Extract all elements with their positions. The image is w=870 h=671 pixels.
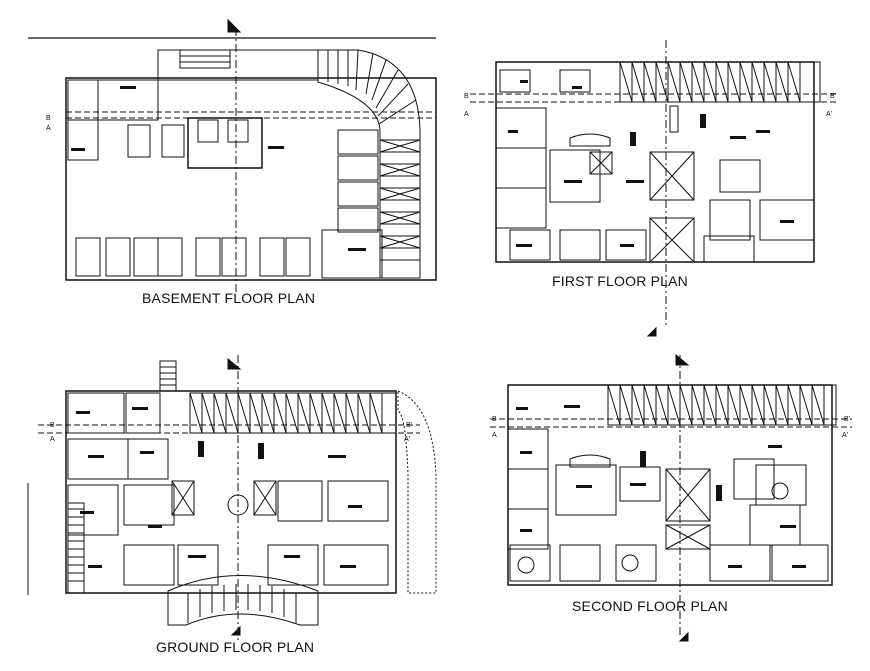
basement-floor-plan-title: BASEMENT FLOOR PLAN [142,290,316,306]
second-floor-plan: B A B' A' [480,353,865,642]
second-plan-drawing: B A B' A' [490,353,852,642]
basement-section-mark-a: A [46,125,51,132]
basement-plan-drawing: B A [28,18,437,295]
first-section-mark-a: A [464,111,469,118]
ground-section-mark-a-prime: A' [404,436,410,443]
first-plan-drawing: B A B' A' [464,40,836,337]
first-floor-plan: B A B' A' [460,40,845,337]
first-section-mark-b: B [464,93,469,100]
second-section-mark-b-prime: B' [844,416,850,423]
ground-section-mark-b: B [50,422,55,429]
first-section-mark-a-prime: A' [826,111,832,118]
second-floor-plan-title: SECOND FLOOR PLAN [572,598,728,614]
basement-floor-plan: B A [28,18,440,295]
second-section-mark-a: A [492,432,497,439]
ground-floor-plan-title: GROUND FLOOR PLAN [156,639,315,655]
ground-plan-drawing: B A B' A' [27,355,437,640]
second-section-mark-b: B [492,416,497,423]
ground-floor-plan: B A B' A' [27,355,448,640]
ground-section-mark-a: A [50,436,55,443]
first-section-mark-b-prime: B' [830,93,836,100]
first-floor-plan-title: FIRST FLOOR PLAN [552,273,688,289]
basement-section-mark-b: B [46,115,51,122]
ground-section-mark-b-prime: B' [406,422,412,429]
second-section-mark-a-prime: A' [842,432,848,439]
